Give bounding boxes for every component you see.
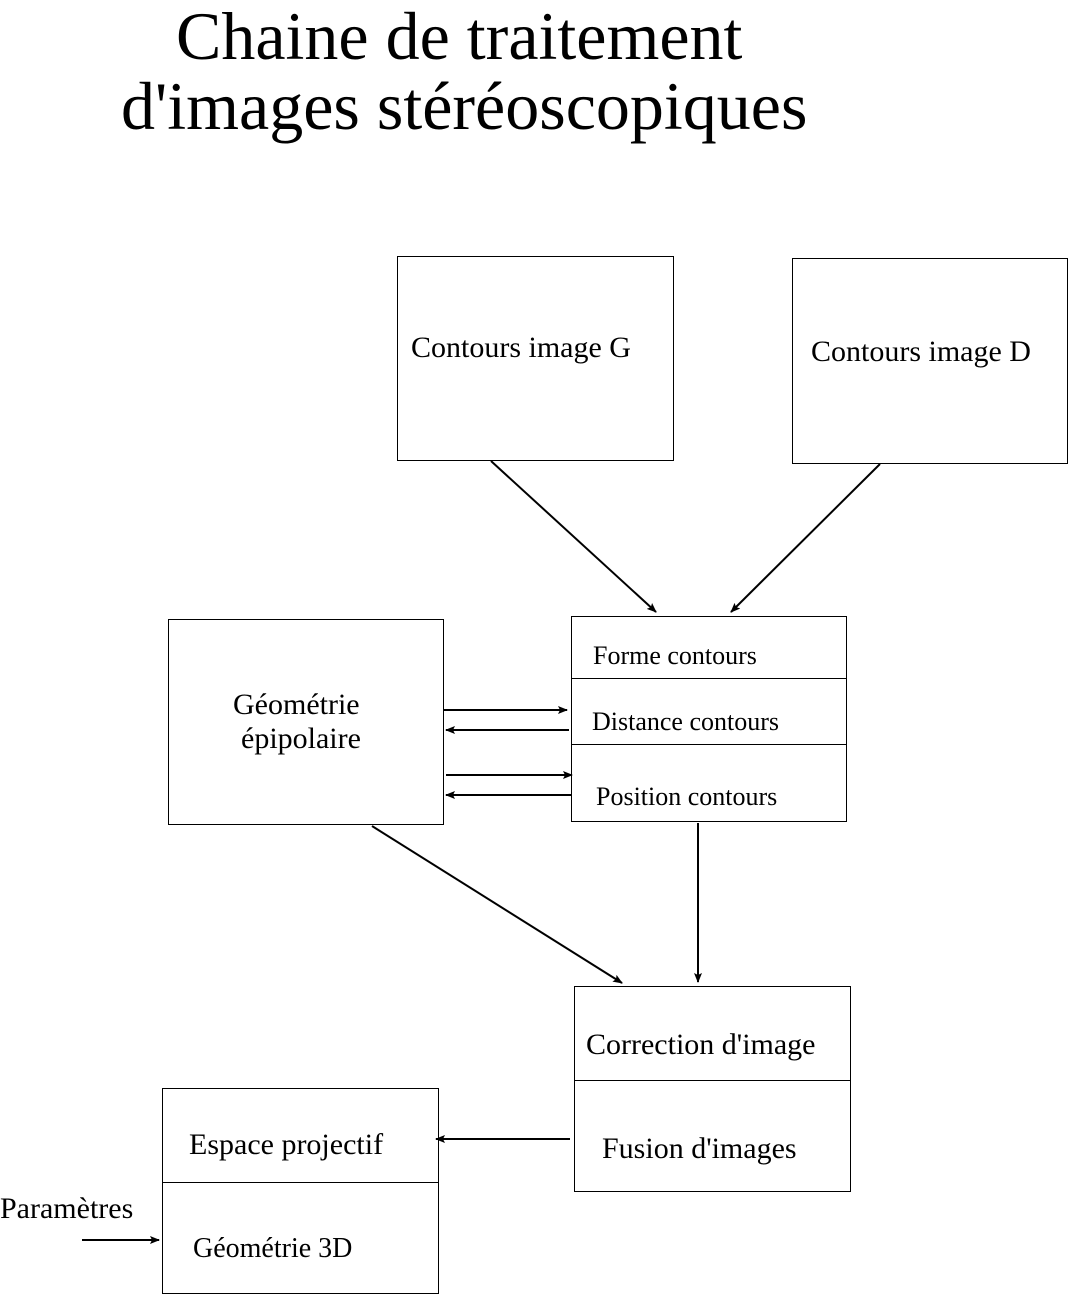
contours-image-d-label: Contours image D xyxy=(811,335,1031,368)
arrow-contours-g-to-analysis xyxy=(490,460,657,613)
arrow-contours-d-to-analysis xyxy=(730,463,881,613)
correction-image-label: Correction d'image xyxy=(586,1028,816,1061)
position-contours-label: Position contours xyxy=(596,782,778,811)
geometrie-label: Géométrie xyxy=(233,688,360,721)
distance-contours-label: Distance contours xyxy=(592,707,780,736)
arrow-epipolaire-to-correction xyxy=(371,825,623,984)
contours-analysis-divider-2 xyxy=(571,744,847,745)
node-contours-image-d xyxy=(792,258,1068,464)
node-geometrie-epipolaire xyxy=(168,619,444,825)
contours-image-g-label: Contours image G xyxy=(411,331,631,364)
node-correction-fusion xyxy=(574,986,851,1192)
node-espace-geometrie xyxy=(162,1088,439,1294)
node-contours-analysis xyxy=(571,616,847,822)
title-line-2: d'images stéréoscopiques xyxy=(121,68,808,144)
contours-analysis-divider-1 xyxy=(571,678,847,679)
fusion-images-label: Fusion d'images xyxy=(602,1132,797,1165)
correction-fusion-divider xyxy=(574,1080,851,1081)
espace-projectif-label: Espace projectif xyxy=(189,1128,384,1161)
espace-geometrie-divider xyxy=(162,1182,439,1183)
forme-contours-label: Forme contours xyxy=(593,641,757,670)
epipolaire-label: épipolaire xyxy=(241,722,361,755)
geometrie-3d-label: Géométrie 3D xyxy=(193,1233,353,1264)
node-contours-image-g xyxy=(397,256,674,461)
parametres-label: Paramètres xyxy=(0,1192,134,1225)
title-line-1: Chaine de traitement xyxy=(176,0,743,74)
